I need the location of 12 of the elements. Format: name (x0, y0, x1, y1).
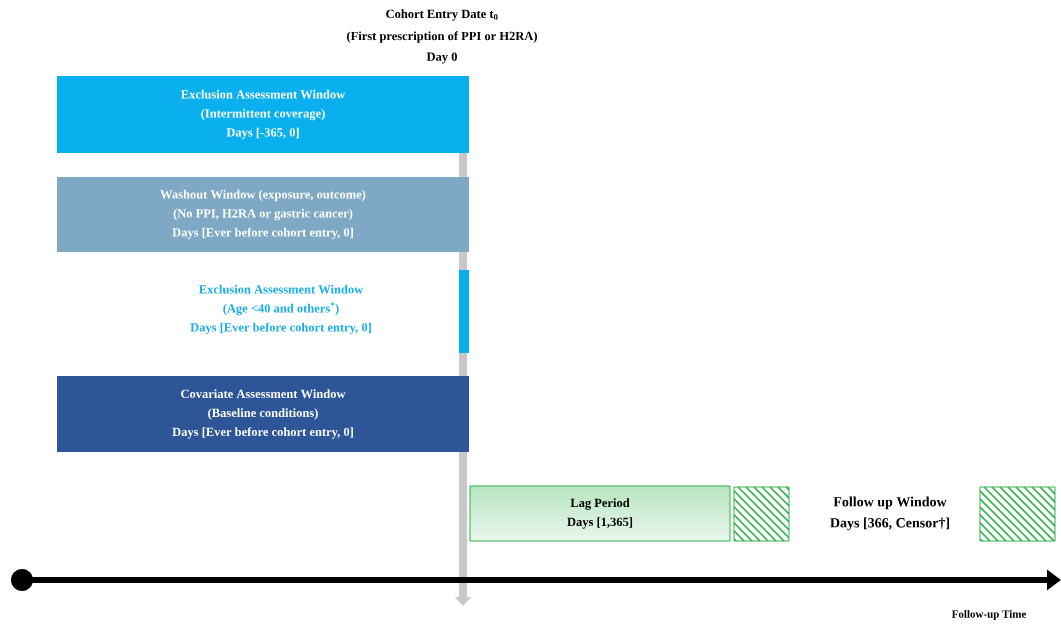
heading: Cohort Entry Date t$_{0}$ (386, 9, 498, 21)
hatched-box (733, 486, 790, 542)
window-box: Exclusion Assessment Window (Intermittent coverage) Days [-365, 0] (57, 76, 469, 153)
axis-label: Follow-up Time (951, 610, 1027, 620)
window-label: Exclusion Assessment Window (Age <40 and others$^{*}$) Days [Ever before cohort entry, 0] (190, 284, 371, 335)
hatched-box (979, 486, 1056, 542)
window-box: Washout Window (exposure, outcome) (No PPI, H2RA or gastric cancer) Days [Ever before cohort entry, 0] (57, 177, 469, 252)
window-box: Covariate Assessment Window (Baseline conditions) Days [Ever before cohort entry, 0] (57, 376, 469, 452)
heading: (First prescription of PPI or H2RA) (347, 31, 537, 43)
window-label: Follow up Window Days [366, Censor†] (830, 496, 950, 531)
heading: Day 0 (426, 52, 457, 64)
lag-period-box: Lag Period Days [1,365] (469, 485, 731, 542)
